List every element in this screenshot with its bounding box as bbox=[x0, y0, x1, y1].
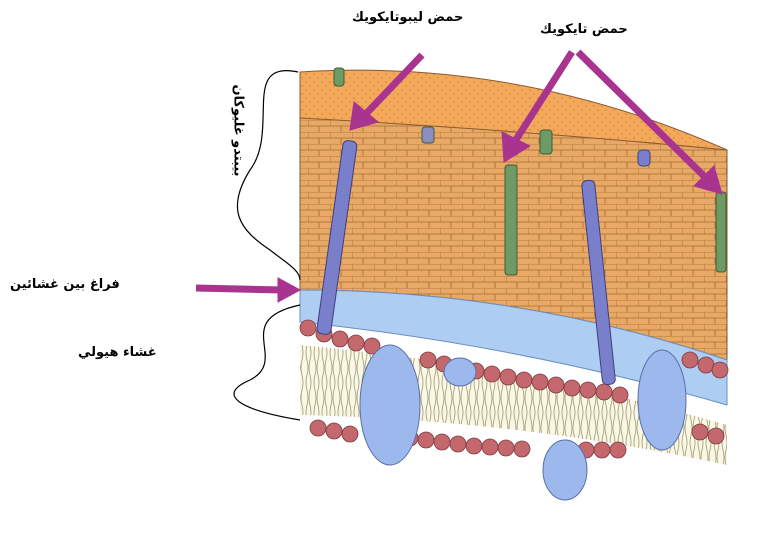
label-plasma-membrane: غشاء هيولي bbox=[78, 345, 157, 360]
membrane-brace bbox=[233, 304, 301, 421]
label-teichoic-acid: حمض تايكويك bbox=[540, 22, 628, 37]
label-peptidoglycan: بيبتدو غليوكان bbox=[230, 84, 246, 177]
label-lipoteichoic-acid: حمض ليبوتايكويك bbox=[352, 10, 464, 25]
label-periplasmic-space: فراغ بين غشائين bbox=[10, 277, 120, 292]
peptidoglycan-top bbox=[299, 69, 728, 151]
periplasmic-space bbox=[299, 289, 728, 406]
label-arrows bbox=[195, 49, 723, 303]
lipid-heads-bottom bbox=[309, 419, 725, 459]
lipoteichoic-rods bbox=[316, 140, 651, 386]
teichoic-rods bbox=[333, 67, 727, 276]
peptidoglycan-brace bbox=[236, 70, 301, 281]
membrane-proteins bbox=[359, 344, 687, 501]
